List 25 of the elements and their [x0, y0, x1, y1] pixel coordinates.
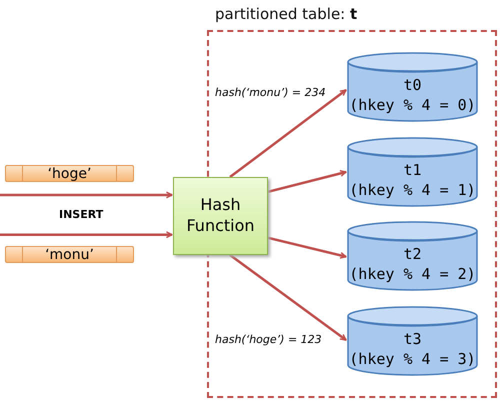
partition-condition: (hkey % 4 = 0) [348, 96, 477, 114]
partition-condition: (hkey % 4 = 1) [348, 181, 477, 199]
arrow [229, 89, 347, 178]
edge-label: hash(‘monu’) = 234 [215, 86, 326, 99]
arrow [268, 170, 347, 194]
table-name: t3 [402, 330, 423, 348]
table-name: t0 [402, 76, 423, 94]
arrow [0, 191, 173, 198]
partition-condition: (hkey % 4 = 3) [348, 350, 477, 368]
arrow [229, 254, 347, 342]
process-box: Hash Function [173, 177, 268, 255]
table-name: t1 [402, 161, 423, 179]
value-bar: ‘hoge’ [5, 165, 134, 182]
arrow [0, 231, 173, 238]
frame-title: partitioned table: t [215, 5, 358, 23]
arrow [268, 236, 347, 259]
partition-condition: (hkey % 4 = 2) [348, 265, 477, 283]
edge-label: hash(‘hoge’) = 123 [215, 333, 322, 346]
database-cylinder [347, 52, 478, 122]
table-name: t2 [402, 245, 423, 263]
database-cylinder [347, 221, 478, 291]
operation-label: INSERT [59, 208, 104, 221]
database-cylinder [347, 137, 478, 207]
value-bar: ‘monu’ [5, 246, 134, 263]
database-cylinder [347, 306, 478, 376]
